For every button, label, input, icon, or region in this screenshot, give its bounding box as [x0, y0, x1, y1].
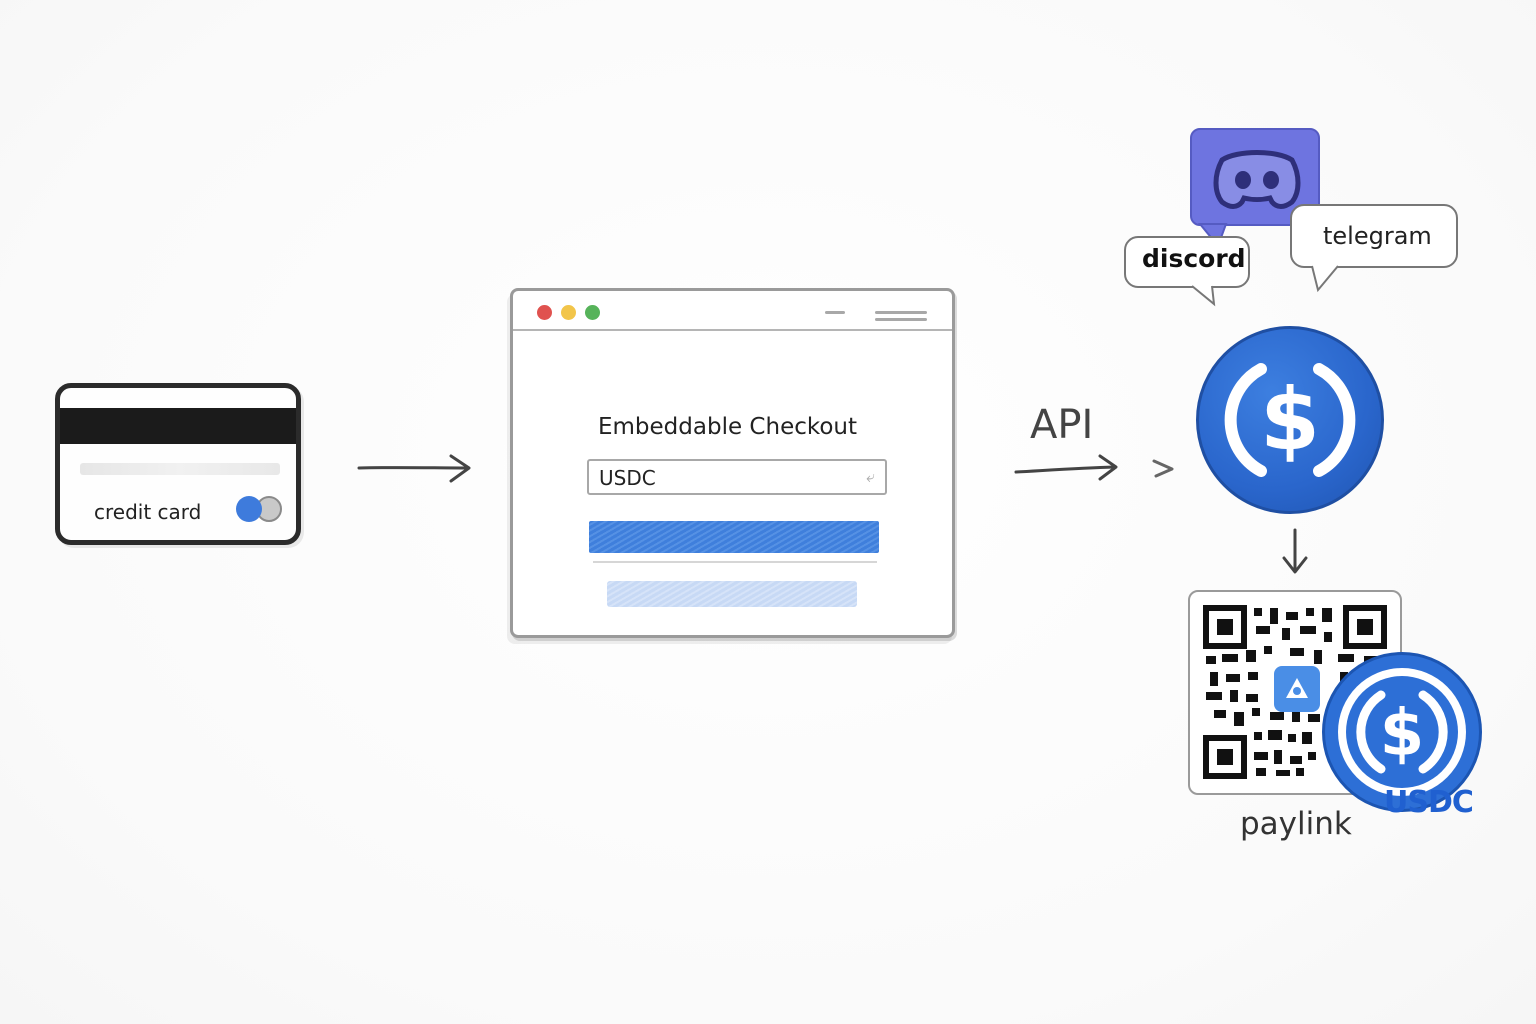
svg-text:$: $ — [1260, 370, 1320, 470]
usdc-symbol: $ — [1224, 363, 1356, 477]
svg-text:$: $ — [1380, 697, 1425, 771]
arrow-api-to-usdc — [1014, 454, 1174, 481]
divider — [593, 561, 877, 563]
api-label: API — [1030, 402, 1094, 448]
discord-label: discord — [1142, 244, 1246, 273]
currency-input[interactable]: USDC ⤶ — [587, 459, 887, 495]
pointer-icon: ⤶ — [866, 467, 875, 486]
telegram-label: telegram — [1323, 222, 1432, 250]
arrow-usdc-to-paylink — [1282, 528, 1308, 574]
card-signature-strip — [80, 463, 280, 475]
telegram-speech-bubble — [1290, 204, 1458, 268]
discord-icon — [1190, 128, 1320, 226]
titlebar-line — [875, 318, 927, 321]
discord-speech-bubble — [1124, 236, 1250, 288]
browser-titlebar — [513, 291, 952, 331]
checkout-title: Embeddable Checkout — [598, 414, 858, 440]
usdc-badge-label: USDC — [1384, 785, 1474, 820]
qr-code-pattern — [1203, 605, 1387, 779]
credit-card-icon: credit card — [55, 383, 301, 545]
pay-button[interactable] — [589, 521, 879, 553]
discord-logo-icon — [1213, 150, 1301, 209]
discord-bubble-tail — [1191, 285, 1216, 307]
usdc-coin-icon: $ — [1196, 326, 1384, 514]
card-network-logo-left — [236, 496, 262, 522]
secondary-button[interactable] — [607, 581, 857, 607]
window-minimize-dot[interactable] — [561, 305, 576, 320]
paylink-label: paylink — [1240, 806, 1352, 842]
window-close-dot[interactable] — [537, 305, 552, 320]
card-magnetic-stripe — [60, 408, 296, 444]
credit-card-label: credit card — [94, 500, 202, 524]
usdc-badge-symbol: $ — [1338, 668, 1466, 796]
currency-input-value: USDC — [599, 466, 656, 490]
window-maximize-dot[interactable] — [585, 305, 600, 320]
usdc-badge-icon: $ — [1322, 652, 1482, 812]
checkout-browser-window: Embeddable Checkout USDC ⤶ — [510, 288, 955, 638]
titlebar-line — [825, 311, 845, 314]
arrow-card-to-checkout — [357, 454, 471, 483]
telegram-bubble-tail — [1311, 265, 1339, 293]
titlebar-line — [875, 311, 927, 314]
